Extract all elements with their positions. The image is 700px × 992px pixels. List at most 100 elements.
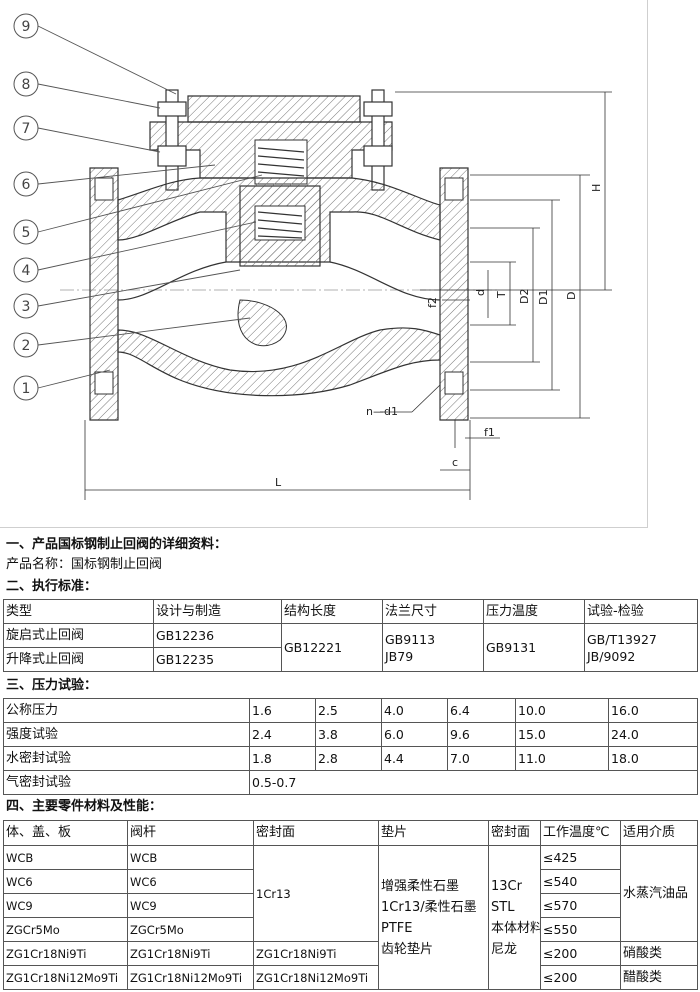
row-label: 气密封试验 — [3, 770, 250, 795]
stem-material: ZG1Cr18Ni12Mo9Ti — [127, 965, 254, 990]
seal2-line: 本体材料 — [491, 920, 541, 936]
header-cell: 法兰尺寸 — [382, 599, 484, 624]
seal2-line: STL — [491, 899, 515, 915]
medium-cell: 醋酸类 — [620, 965, 698, 990]
pressure-test-table: 公称压力 1.6 2.5 4.0 6.4 10.0 16.0 强度试验 2.4 … — [3, 698, 698, 795]
body-material: WC6 — [3, 869, 128, 894]
callout-3: 3 — [22, 299, 31, 315]
dim-c: c — [452, 456, 458, 469]
stem-material: ZGCr5Mo — [127, 917, 254, 942]
dim-L: L — [275, 476, 282, 489]
temp-cell: ≤550 — [540, 917, 621, 942]
gasket-line: 增强柔性石墨 — [381, 878, 460, 894]
length-cell: GB12221 — [281, 623, 383, 672]
callout-7: 7 — [22, 121, 31, 137]
flange-cell: GB9113 JB79 — [382, 623, 484, 672]
header-cell: 结构长度 — [281, 599, 383, 624]
value-cell: 24.0 — [608, 722, 698, 747]
value-cell: 6.4 — [447, 698, 516, 723]
temp-cell: ≤540 — [540, 869, 621, 894]
header-cell: 工作温度℃ — [540, 820, 621, 846]
gasket-cell: 增强柔性石墨 1Cr13/柔性石墨 PTFE 齿轮垫片 — [378, 845, 489, 990]
value-cell: 4.0 — [381, 698, 448, 723]
flange-line: JB79 — [385, 648, 414, 664]
body-material: ZGCr5Mo — [3, 917, 128, 942]
value-cell: 6.0 — [381, 722, 448, 747]
value-cell: 2.5 — [315, 698, 382, 723]
valve-cross-section: 9 8 7 6 5 4 3 2 1 H D D1 D2 T d f2 n—d1 … — [13, 13, 612, 500]
value-cell: 1.6 — [249, 698, 316, 723]
type-cell: 旋启式止回阀 — [3, 623, 154, 648]
body-material: ZG1Cr18Ni9Ti — [3, 941, 128, 966]
row-label: 强度试验 — [3, 722, 250, 747]
medium-cell: 水蒸汽油品 — [620, 845, 698, 942]
type-cell: 升降式止回阀 — [3, 647, 154, 672]
header-cell: 设计与制造 — [153, 599, 282, 624]
section3-heading: 三、压力试验： — [6, 678, 98, 693]
header-cell: 垫片 — [378, 820, 489, 846]
value-cell: 7.0 — [447, 746, 516, 771]
seal-material: ZG1Cr18Ni9Ti — [253, 941, 379, 966]
design-cell: GB12235 — [153, 647, 282, 672]
gasket-line: 1Cr13/柔性石墨 — [381, 899, 477, 915]
value-cell: 4.4 — [381, 746, 448, 771]
header-cell: 密封面 — [253, 820, 379, 846]
materials-table: 体、盖、板 阀杆 密封面 垫片 密封面 工作温度℃ 适用介质 WCB WCB 1… — [3, 820, 698, 990]
temp-cell: ≤200 — [540, 965, 621, 990]
dim-f2: f2 — [426, 297, 439, 308]
dim-D2: D2 — [518, 289, 531, 304]
table-row: ZG1Cr18Ni9Ti ZG1Cr18Ni9Ti ZG1Cr18Ni9Ti ≤… — [3, 941, 698, 966]
value-cell: 9.6 — [447, 722, 516, 747]
valve-drawing: 9 8 7 6 5 4 3 2 1 H D D1 D2 T d f2 n—d1 … — [0, 0, 648, 528]
body-material: WC9 — [3, 893, 128, 918]
dim-f1: f1 — [484, 426, 495, 439]
callout-4: 4 — [22, 263, 31, 279]
header-cell: 阀杆 — [127, 820, 254, 846]
section2-heading: 二、执行标准： — [6, 579, 98, 594]
test-line: JB/9092 — [587, 648, 636, 664]
header-cell: 体、盖、板 — [3, 820, 128, 846]
seal2-cell: 13Cr STL 本体材料 尼龙 — [488, 845, 541, 990]
callout-1: 1 — [22, 381, 31, 397]
flange-line: GB9113 — [385, 631, 436, 647]
temp-cell: ≤200 — [540, 941, 621, 966]
table-row: ZG1Cr18Ni12Mo9Ti ZG1Cr18Ni12Mo9Ti ZG1Cr1… — [3, 965, 698, 990]
table-row: 强度试验 2.4 3.8 6.0 9.6 15.0 24.0 — [3, 722, 698, 747]
header-cell: 类型 — [3, 599, 154, 624]
table-header-row: 体、盖、板 阀杆 密封面 垫片 密封面 工作温度℃ 适用介质 — [3, 820, 698, 846]
medium-cell: 硝酸类 — [620, 941, 698, 966]
value-cell: 2.8 — [315, 746, 382, 771]
callout-5: 5 — [22, 225, 31, 241]
body-material: WCB — [3, 845, 128, 870]
callout-8: 8 — [22, 77, 31, 93]
dim-D: D — [565, 292, 578, 300]
value-cell: 2.4 — [249, 722, 316, 747]
table-row: 气密封试验 0.5-0.7 — [3, 770, 698, 795]
dim-H: H — [590, 184, 603, 192]
table-row: WC6 WC6 ≤540 — [3, 869, 698, 894]
value-cell: 10.0 — [515, 698, 609, 723]
stem-material: WC9 — [127, 893, 254, 918]
table-row: 升降式止回阀 GB12235 — [3, 647, 698, 672]
value-cell: 11.0 — [515, 746, 609, 771]
pressure-temp-cell: GB9131 — [483, 623, 585, 672]
test-line: GB/T13927 — [587, 631, 657, 647]
section1-heading: 一、产品国标钢制止回阀的详细资料： — [6, 537, 228, 552]
dim-D1: D1 — [537, 290, 550, 305]
body-material: ZG1Cr18Ni12Mo9Ti — [3, 965, 128, 990]
table-header-row: 类型 设计与制造 结构长度 法兰尺寸 压力温度 试验-检验 — [3, 599, 698, 624]
header-cell: 密封面 — [488, 820, 541, 846]
test-cell: GB/T13927 JB/9092 — [584, 623, 698, 672]
header-cell: 试验-检验 — [584, 599, 698, 624]
gasket-line: PTFE — [381, 920, 413, 936]
header-cell: 压力温度 — [483, 599, 585, 624]
value-cell: 0.5-0.7 — [249, 770, 698, 795]
callout-9: 9 — [22, 19, 31, 35]
table-row: 旋启式止回阀 GB12236 GB12221 GB9113 JB79 GB913… — [3, 623, 698, 672]
seal-material: ZG1Cr18Ni12Mo9Ti — [253, 965, 379, 990]
seal2-line: 13Cr — [491, 878, 522, 894]
dim-T: T — [495, 291, 508, 299]
row-label: 水密封试验 — [3, 746, 250, 771]
value-cell: 3.8 — [315, 722, 382, 747]
table-row: 水密封试验 1.8 2.8 4.4 7.0 11.0 18.0 — [3, 746, 698, 771]
